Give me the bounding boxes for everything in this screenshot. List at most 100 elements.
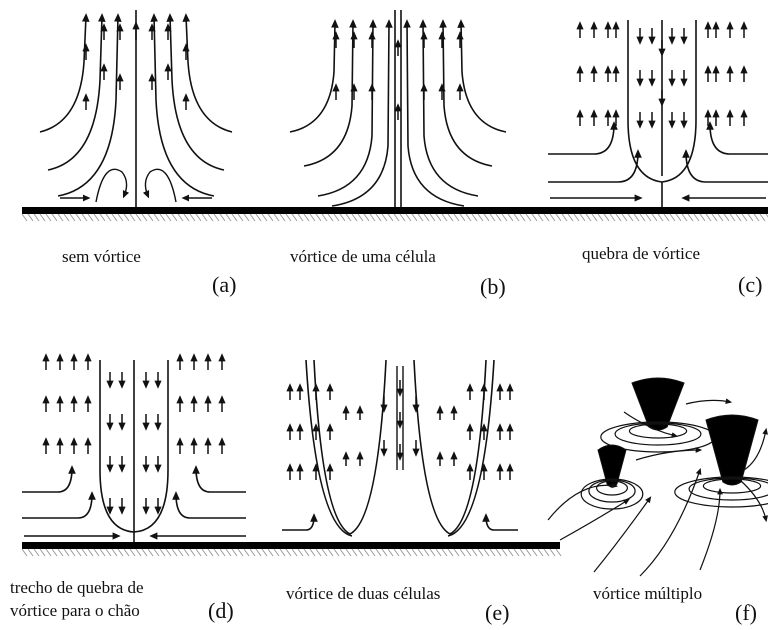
ground-hatch	[483, 548, 490, 557]
ground-hatch	[591, 213, 598, 222]
ground-hatch	[45, 213, 52, 222]
streamline	[685, 398, 733, 405]
ground-hatch	[495, 548, 502, 557]
ground-hatch	[27, 548, 34, 557]
streamline	[449, 359, 487, 535]
streamline	[282, 513, 318, 531]
ground-hatch	[87, 548, 94, 557]
ground-hatch	[321, 213, 328, 222]
ground-hatch	[387, 548, 394, 557]
ground-hatch	[45, 548, 52, 557]
ground-hatch	[207, 213, 214, 222]
ground-hatch	[99, 213, 106, 222]
streamline	[593, 496, 652, 573]
ground-hatch	[81, 213, 88, 222]
ground-hatch	[699, 213, 706, 222]
ground-hatch	[717, 213, 724, 222]
ground-hatch	[285, 213, 292, 222]
swirl-ring	[580, 478, 644, 510]
ground-hatch	[627, 213, 634, 222]
ground-hatch	[477, 213, 484, 222]
ground-hatch	[327, 548, 334, 557]
ground-hatch	[609, 213, 616, 222]
streamline	[22, 465, 76, 493]
ground-hatch	[543, 213, 550, 222]
ground-hatch	[507, 548, 514, 557]
ground-hatch	[51, 213, 58, 222]
ground-hatch	[369, 213, 376, 222]
ground-hatch	[147, 548, 154, 557]
ground-hatch	[243, 548, 250, 557]
ground-hatch	[183, 213, 190, 222]
ground-hatch	[195, 548, 202, 557]
ground-hatch	[375, 548, 382, 557]
ground-hatch	[417, 548, 424, 557]
ground-hatch	[411, 213, 418, 222]
ground-hatch	[231, 548, 238, 557]
ground-hatch	[429, 213, 436, 222]
streamline	[548, 121, 618, 155]
panel-c-flow	[548, 20, 768, 208]
ground-hatch	[429, 548, 436, 557]
ground-hatch	[669, 213, 676, 222]
streamline	[331, 19, 393, 207]
ground-hatch	[405, 548, 412, 557]
ground-hatch	[453, 548, 460, 557]
ground-hatch	[105, 213, 112, 222]
streamline	[349, 359, 387, 535]
streamline	[559, 498, 630, 541]
streamline	[303, 19, 357, 167]
ground-hatch	[171, 213, 178, 222]
caption-f: vórtice múltiplo	[593, 584, 703, 603]
ground-hatch	[249, 548, 256, 557]
ground-hatch	[585, 213, 592, 222]
ground-hatch	[243, 213, 250, 222]
vortex-funnel	[705, 414, 759, 486]
ground-hatch	[711, 213, 718, 222]
ground-hatch	[147, 213, 154, 222]
label-c: (c)	[738, 272, 763, 297]
streamline	[166, 13, 225, 171]
label-d: (d)	[208, 598, 234, 623]
streamline	[706, 121, 768, 155]
ground-hatch	[765, 213, 768, 218]
ground-hatch	[381, 213, 388, 222]
ground-hatch	[189, 213, 196, 222]
ground-hatch	[513, 548, 520, 557]
ground-hatch	[333, 548, 340, 557]
ground-hatch	[465, 548, 472, 557]
ground-hatch	[681, 213, 688, 222]
streamline	[547, 482, 619, 521]
ground-hatch	[723, 213, 730, 222]
ground-hatch	[57, 548, 64, 557]
streamline	[182, 13, 233, 133]
ground-hatch	[111, 213, 118, 222]
ground-hatch	[567, 213, 574, 222]
streamline	[317, 19, 377, 197]
vortex-funnel	[631, 377, 685, 431]
ground-hatch	[381, 548, 388, 557]
streamline	[192, 465, 246, 493]
ground-hatch	[117, 213, 124, 222]
panel-f-multiple-vortices	[547, 377, 768, 577]
ground-hatch	[489, 548, 496, 557]
ground-hatch	[507, 213, 514, 222]
ground-hatch	[117, 548, 124, 557]
streamline	[635, 447, 703, 461]
ground-hatch	[459, 213, 466, 222]
ground-hatch	[267, 548, 274, 557]
ground-hatch	[531, 548, 538, 557]
ground-hatch	[291, 548, 298, 557]
ground-hatch	[339, 548, 346, 557]
ground-hatch	[645, 213, 652, 222]
ground-hatch	[57, 213, 64, 222]
swirl-ring	[595, 480, 628, 496]
ground-hatch	[621, 213, 628, 222]
ground-hatch	[237, 548, 244, 557]
swirl-ring	[674, 476, 768, 508]
ground-hatch	[741, 213, 748, 222]
ground-hatch	[99, 548, 106, 557]
ground-hatch	[315, 548, 322, 557]
ground-hatch	[753, 213, 760, 222]
ground-hatch	[399, 548, 406, 557]
